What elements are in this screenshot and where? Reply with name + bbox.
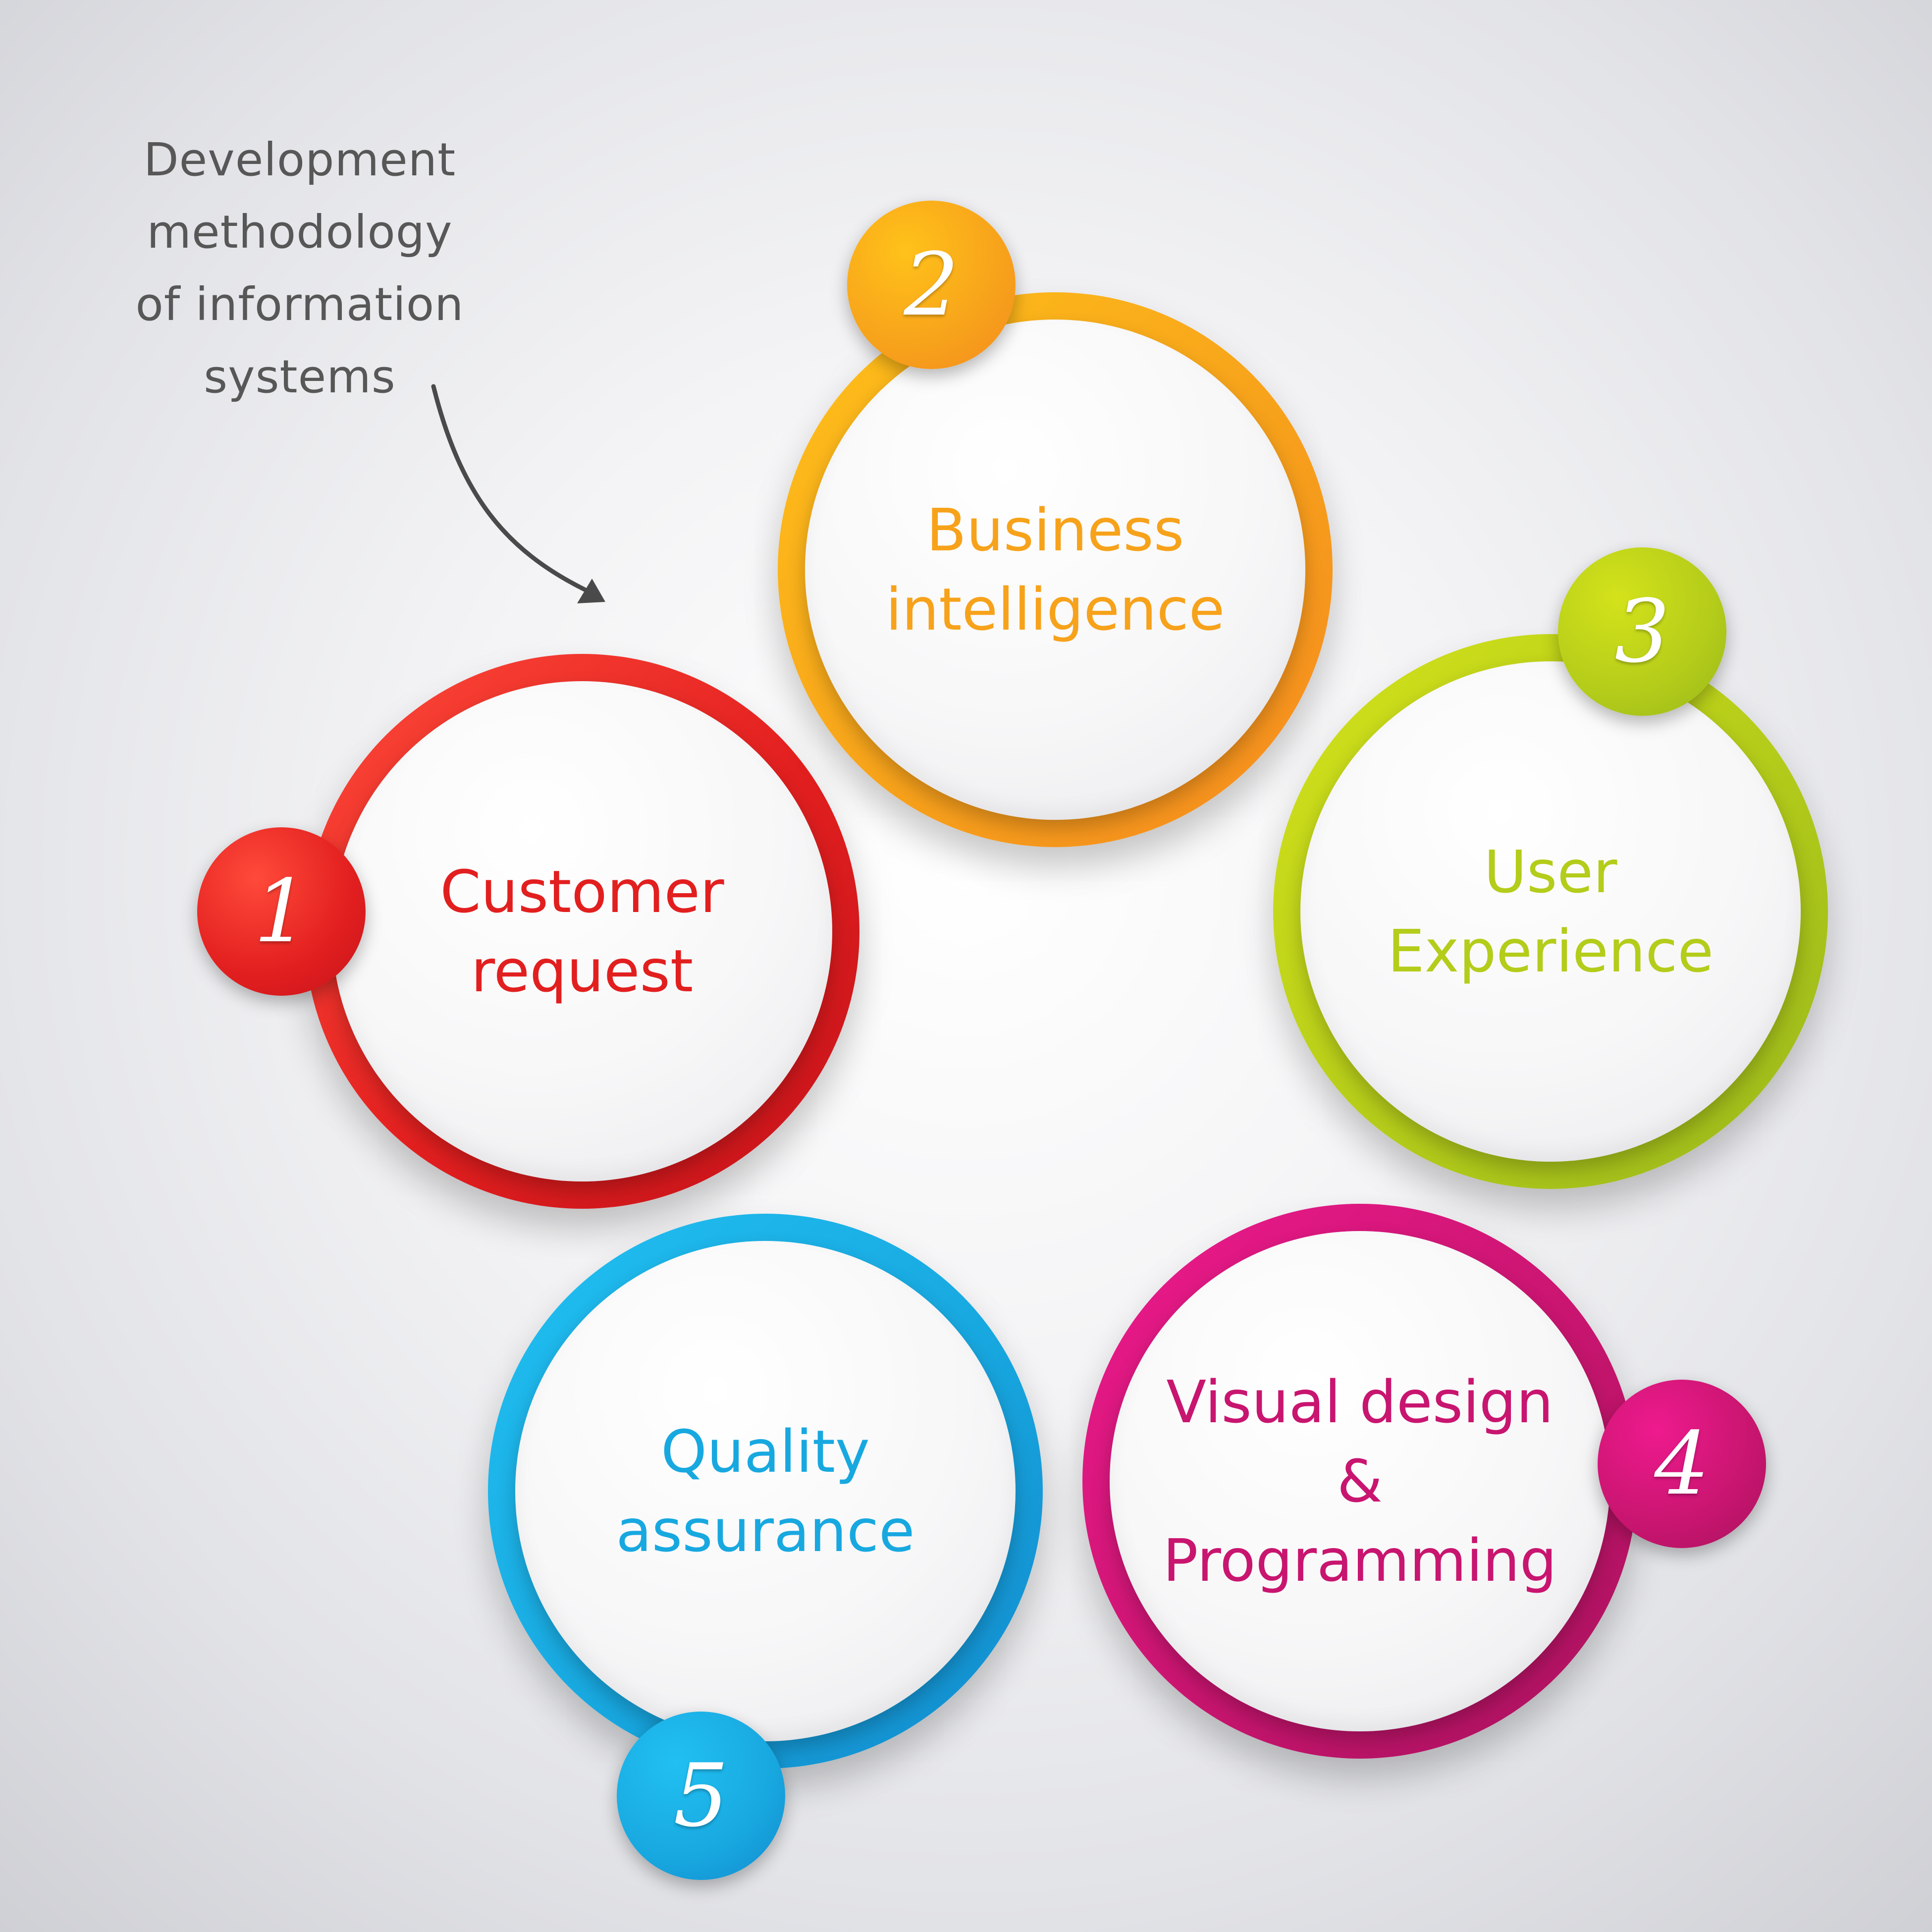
- step-2-badge: 2: [847, 201, 1016, 369]
- note-line: systems: [204, 350, 396, 403]
- step-5-label-line: assurance: [616, 1497, 915, 1565]
- step-5-badge: 5: [617, 1712, 785, 1880]
- step-3-label-line: Experience: [1387, 917, 1714, 985]
- step-1-label-line: Customer: [440, 858, 724, 926]
- step-3-badge: 3: [1558, 547, 1726, 716]
- step-2-label-line: intelligence: [885, 575, 1225, 644]
- step-3-label-line: User: [1484, 838, 1617, 906]
- step-4-label-line: &: [1337, 1447, 1383, 1515]
- step-2-number: 2: [904, 234, 959, 335]
- step-2-label-line: Business: [926, 496, 1184, 564]
- note-line: Development: [143, 133, 456, 186]
- step-2-face: Business intelligence: [805, 320, 1305, 820]
- step-4-label-line: Visual design: [1166, 1368, 1554, 1436]
- step-3-face: User Experience: [1300, 661, 1801, 1162]
- step-1-number: 1: [254, 861, 309, 962]
- step-4-badge: 4: [1598, 1380, 1766, 1548]
- diagram-note: Development methodology of information s…: [94, 124, 505, 413]
- step-5-label-line: Quality: [661, 1417, 870, 1486]
- step-1-label-line: request: [471, 937, 694, 1005]
- step-4-number: 4: [1654, 1413, 1710, 1514]
- step-5-number: 5: [673, 1745, 729, 1846]
- step-4-label-line: Programming: [1163, 1526, 1557, 1595]
- note-line: methodology: [147, 206, 453, 259]
- step-5-face: Quality assurance: [515, 1241, 1016, 1741]
- note-line: of information: [135, 278, 464, 331]
- step-3-number: 3: [1614, 581, 1670, 682]
- step-1-badge: 1: [197, 827, 366, 996]
- step-1-face: Customer request: [332, 681, 832, 1181]
- step-4-face: Visual design & Programming: [1110, 1231, 1610, 1731]
